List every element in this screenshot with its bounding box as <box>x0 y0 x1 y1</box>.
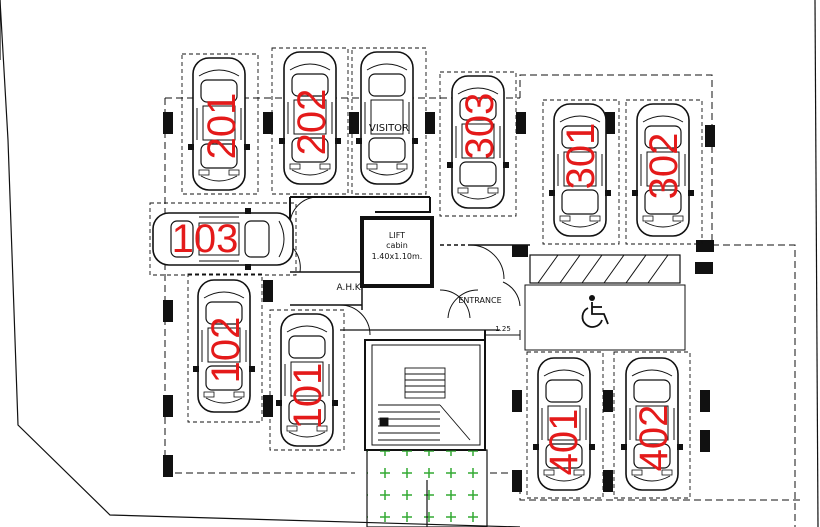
dimension-label: 1.25 <box>495 325 511 333</box>
accessible-bay <box>524 254 686 351</box>
lift-size-label: 1.40x1.10m. <box>372 252 423 261</box>
columns <box>163 112 715 492</box>
lift-label: LIFT <box>389 231 405 240</box>
entrance-label: ENTRANCE <box>458 296 501 305</box>
wheelchair-icon <box>581 295 609 328</box>
bay-numbers: 201 202 303 301 302 103 102 101 401 402 <box>172 89 686 476</box>
bay-302: 302 <box>642 133 686 200</box>
lift-cabin-label: cabin <box>386 241 408 250</box>
bay-201: 201 <box>200 93 244 160</box>
bay-402: 402 <box>632 405 676 472</box>
bay-102: 102 <box>204 317 248 384</box>
stair <box>378 367 471 441</box>
ahk-label: A.H.K. <box>336 283 363 293</box>
bay-103: 103 <box>172 217 239 261</box>
bay-401: 401 <box>542 409 586 476</box>
visitor-label: VISITOR <box>369 123 409 134</box>
bay-301: 301 <box>559 123 603 190</box>
bay-303: 303 <box>458 93 502 160</box>
bay-frames <box>149 47 703 499</box>
dimension-line <box>484 330 521 340</box>
bay-202: 202 <box>290 89 334 156</box>
planting-area <box>366 449 488 527</box>
bay-101: 101 <box>286 363 330 430</box>
